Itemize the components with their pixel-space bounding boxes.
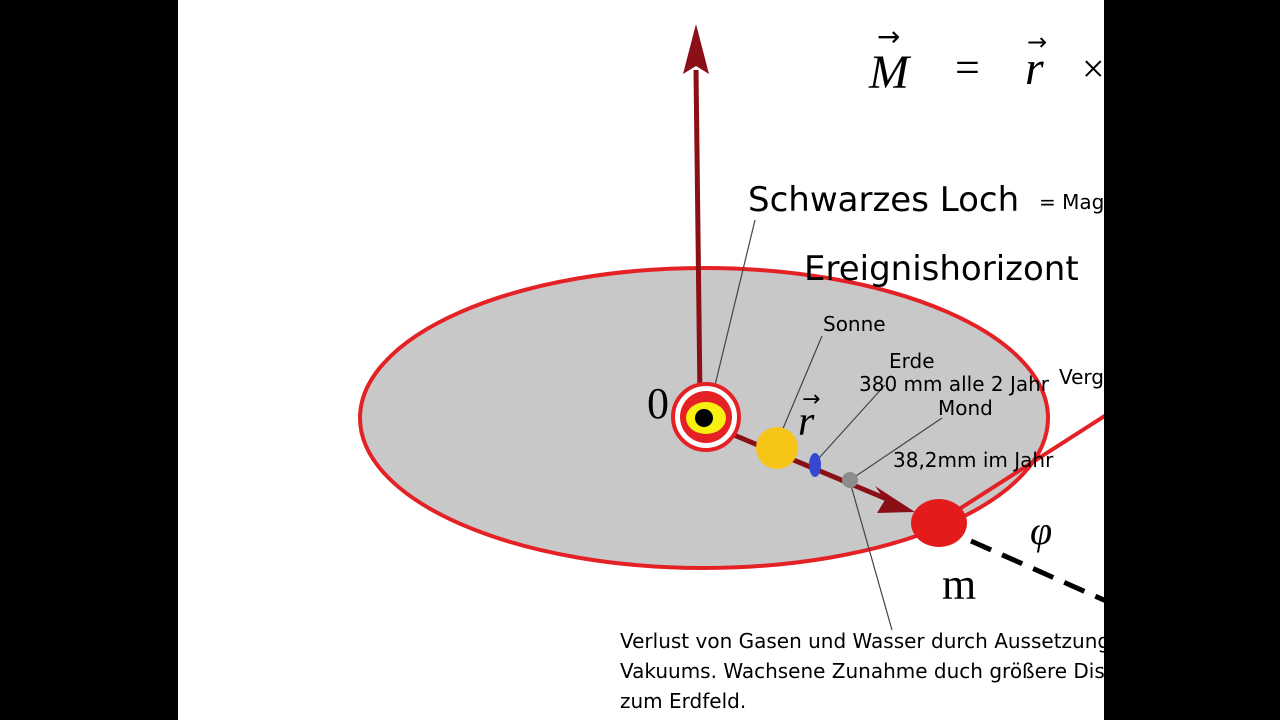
position-vector-shaft <box>721 427 890 503</box>
formula-times: × <box>1082 46 1104 91</box>
formula-M-arrow-icon: → <box>877 20 900 53</box>
leader-sun <box>778 335 823 439</box>
label-moon-rate: 38,2mm im Jahr <box>893 448 1054 472</box>
label-origin: 0 <box>647 379 669 428</box>
label-r-vector: r <box>798 399 815 445</box>
formula-r: r <box>1025 42 1044 95</box>
note-line-1: Verlust von Gasen und Wasser durch Ausse… <box>620 629 1104 653</box>
label-black-hole: Schwarzes Loch <box>748 180 1019 220</box>
physics-diagram: M → = r → × F → Schwarzes Loch = Magneti… <box>358 20 1104 713</box>
moon <box>842 472 858 488</box>
torque-vector-shaft <box>693 69 703 399</box>
diagram-frame: M → = r → × F → Schwarzes Loch = Magneti… <box>178 0 1104 720</box>
dashed-extension-line <box>969 538 1104 603</box>
black-hole-core <box>695 409 713 427</box>
leader-moon <box>852 417 943 479</box>
leader-black-hole <box>708 219 756 411</box>
r-vector-arrow-icon: → <box>802 387 820 412</box>
force-vector-shaft <box>937 414 1104 524</box>
label-earth-growth: Vergößerung der Erde <box>1059 365 1104 389</box>
label-earth-rate: 380 mm alle 2 Jahr <box>859 372 1050 396</box>
earth <box>809 453 821 477</box>
label-mass: m <box>942 560 976 609</box>
formula-r-arrow-icon: → <box>1027 28 1047 56</box>
label-magnetic-field: = Magnetisches Feld <box>1039 190 1104 214</box>
label-phi: φ <box>1030 508 1052 553</box>
sun <box>756 427 798 469</box>
torque-vector-arrowhead <box>683 24 709 74</box>
mass-body <box>911 499 967 547</box>
note-line-3: zum Erdfeld. <box>620 689 746 713</box>
position-vector-arrowhead <box>875 486 915 513</box>
label-sun: Sonne <box>823 312 886 336</box>
leader-earth <box>818 384 886 459</box>
torque-formula: M → = r → × F → <box>868 20 1104 99</box>
label-earth: Erde <box>889 349 935 373</box>
leader-moon-note <box>849 481 893 631</box>
formula-M: M <box>868 46 912 99</box>
label-event-horizon: Ereignishorizont <box>804 249 1079 289</box>
note-line-2: Vakuums. Wachsene Zunahme duch größere D… <box>620 659 1104 683</box>
formula-equals: = <box>955 43 980 92</box>
label-moon: Mond <box>938 396 993 420</box>
